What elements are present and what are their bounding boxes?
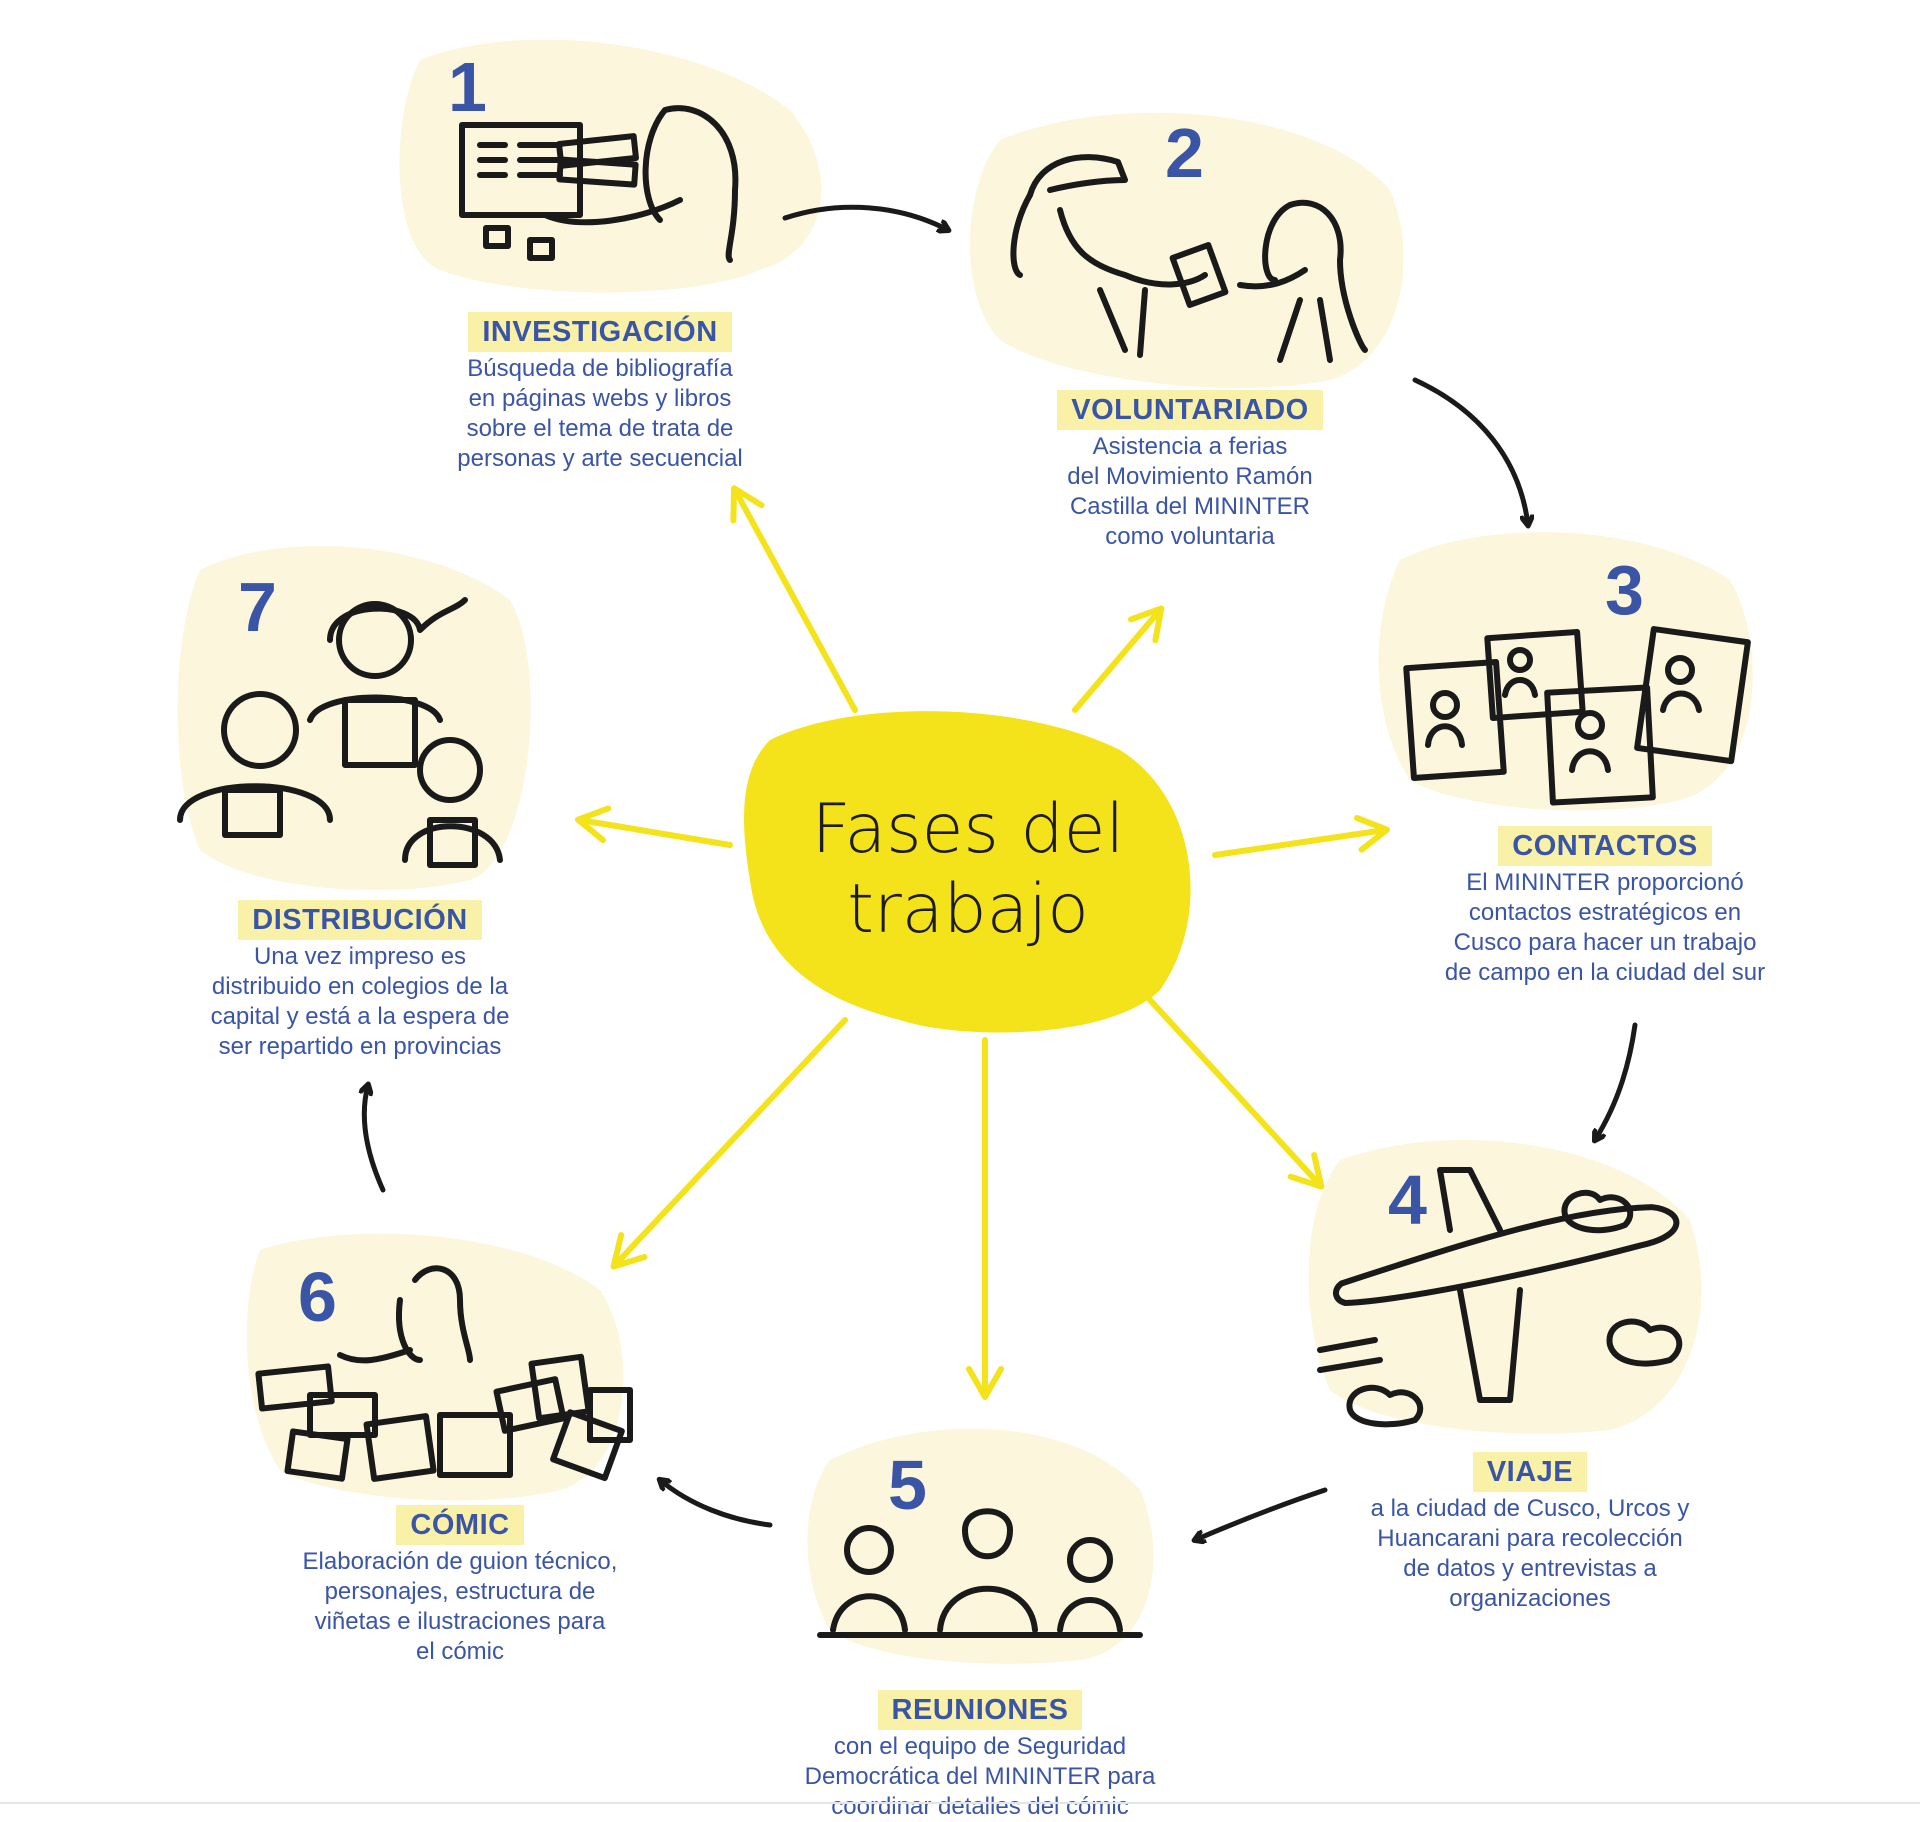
phase-2-label: VOLUNTARIADO Asistencia a ferias del Mov… bbox=[1020, 390, 1360, 552]
phase-2-description: Asistencia a ferias del Movimiento Ramón… bbox=[1067, 432, 1313, 550]
center-title-line1: Fases del bbox=[811, 790, 1125, 869]
phase-3-description: El MININTER proporcionó contactos estrat… bbox=[1444, 868, 1766, 986]
flow-arrow-5-6 bbox=[660, 1480, 773, 1528]
phase-4-title: VIAJE bbox=[1472, 1452, 1588, 1492]
phase-5-description: con el equipo de Seguridad Democrática d… bbox=[804, 1732, 1156, 1820]
airplane-icon bbox=[1317, 1167, 1683, 1428]
radial-arrow-1 bbox=[730, 485, 858, 713]
phase-1-description: Búsqueda de bibliografía en páginas webs… bbox=[457, 354, 743, 472]
radial-arrow-4 bbox=[1147, 997, 1325, 1190]
phase-7-description: Una vez impreso es distribuido en colegi… bbox=[210, 942, 510, 1060]
children-reading-icon bbox=[177, 597, 503, 868]
phase-7-title: DISTRIBUCIÓN bbox=[238, 900, 482, 940]
flow-arrow-6-7 bbox=[364, 1085, 386, 1193]
radial-arrow-6 bbox=[610, 1017, 848, 1270]
blob-7 bbox=[177, 546, 531, 890]
center-blob bbox=[744, 711, 1191, 1033]
phase-5-number: 5 bbox=[888, 1446, 927, 1524]
radial-arrow-2 bbox=[1072, 605, 1165, 713]
flow-arrows bbox=[364, 204, 1638, 1540]
phase-6-number: 6 bbox=[298, 1258, 337, 1336]
phase-2-number: 2 bbox=[1165, 114, 1204, 192]
phase-2-title: VOLUNTARIADO bbox=[1057, 390, 1323, 430]
flow-arrow-3-4 bbox=[1595, 1022, 1638, 1140]
radial-arrows bbox=[575, 485, 1390, 1400]
contact-cards-icon bbox=[1403, 626, 1751, 806]
phase-5-label: REUNIONES con el equipo de Seguridad Dem… bbox=[790, 1690, 1170, 1822]
phase-4-label: VIAJE a la ciudad de Cusco, Urcos y Huan… bbox=[1350, 1452, 1710, 1614]
phase-1-number: 1 bbox=[448, 48, 487, 126]
flow-arrow-2-3 bbox=[1412, 377, 1528, 525]
center-title: Fases del trabajo bbox=[748, 790, 1188, 950]
flow-arrow-4-5 bbox=[1195, 1487, 1328, 1540]
phase-1-title: INVESTIGACIÓN bbox=[468, 312, 732, 352]
person-at-computer-icon bbox=[459, 105, 739, 263]
phase-3-label: CONTACTOS El MININTER proporcionó contac… bbox=[1425, 826, 1785, 988]
phase-3-title: CONTACTOS bbox=[1498, 826, 1712, 866]
blob-3 bbox=[1378, 532, 1753, 811]
phase-6-label: CÓMIC Elaboración de guion técnico, pers… bbox=[280, 1505, 640, 1667]
radial-arrow-7 bbox=[575, 805, 733, 848]
phase-5-title: REUNIONES bbox=[877, 1690, 1083, 1730]
handshake-flyer-icon bbox=[1010, 154, 1368, 363]
phase-7-number: 7 bbox=[238, 568, 277, 646]
center-title-line2: trabajo bbox=[847, 870, 1089, 949]
radial-arrow-3 bbox=[1212, 814, 1390, 858]
phase-6-title: CÓMIC bbox=[396, 1505, 524, 1545]
phase-4-description: a la ciudad de Cusco, Urcos y Huancarani… bbox=[1370, 1494, 1690, 1612]
phase-3-number: 3 bbox=[1605, 551, 1644, 629]
phase-6-description: Elaboración de guion técnico, personajes… bbox=[302, 1547, 618, 1665]
meeting-people-icon bbox=[817, 1508, 1143, 1638]
phase-1-label: INVESTIGACIÓN Búsqueda de bibliografía e… bbox=[430, 312, 770, 474]
comic-panels-icon bbox=[255, 1265, 633, 1482]
flow-arrow-1-2 bbox=[782, 204, 948, 230]
bottom-divider bbox=[0, 1802, 1920, 1804]
phase-4-number: 4 bbox=[1388, 1161, 1427, 1239]
phase-7-label: DISTRIBUCIÓN Una vez impreso es distribu… bbox=[190, 900, 530, 1062]
